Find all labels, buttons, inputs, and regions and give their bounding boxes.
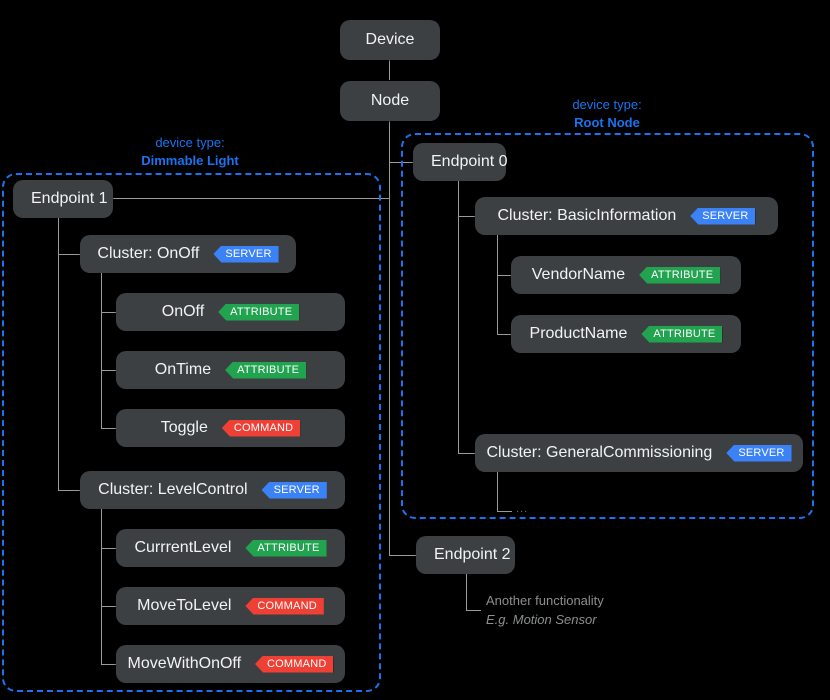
- connector-endpoint1-levelcontrol: [58, 490, 81, 491]
- connector-levelcontrol-cmd-movetolevel: [101, 606, 116, 607]
- node-cluster-levelcontrol[interactable]: Cluster: LevelControl SERVER: [80, 471, 345, 509]
- leaf-label: VendorName: [531, 266, 626, 283]
- badge-command: COMMAND: [245, 597, 324, 615]
- badge-attribute: ATTRIBUTE: [641, 325, 723, 343]
- connector-onoff-attr-ontime: [101, 370, 116, 371]
- connector-endpoint2-spine: [466, 574, 467, 611]
- connector-onoff-cmd-toggle: [101, 428, 116, 429]
- node-attr-currentlevel[interactable]: CurrrentLevel ATTRIBUTE: [116, 529, 345, 567]
- node-cluster-generalcommissioning[interactable]: Cluster: GeneralCommissioning SERVER: [475, 434, 803, 472]
- connector-device-node: [389, 60, 390, 80]
- connector-trunk-endpoint2: [389, 555, 417, 556]
- node-endpoint-0[interactable]: Endpoint 0: [413, 143, 508, 181]
- connector-onoff-spine: [101, 273, 102, 428]
- device-type-group-root-node: [401, 133, 814, 519]
- node-endpoint-2[interactable]: Endpoint 2: [416, 536, 515, 574]
- endpoint-label: Endpoint 0: [431, 153, 508, 170]
- connector-endpoint2-annotation: [466, 610, 481, 611]
- connector-generalcommissioning-spine: [497, 472, 498, 512]
- connector-basicinformation-spine: [497, 235, 498, 334]
- leaf-label: MoveToLevel: [137, 597, 232, 614]
- annotation-line-1: Another functionality: [486, 593, 604, 608]
- connector-endpoint0-spine: [458, 181, 459, 453]
- cluster-label: Cluster: GeneralCommissioning: [486, 444, 713, 461]
- cluster-label: Cluster: BasicInformation: [497, 207, 677, 224]
- connector-levelcontrol-attr-currentlevel: [101, 548, 116, 549]
- connector-endpoint1-spine: [58, 218, 59, 490]
- node-attr-productname[interactable]: ProductName ATTRIBUTE: [511, 315, 741, 353]
- connector-levelcontrol-spine: [101, 509, 102, 664]
- connector-endpoint0-generalcommissioning: [458, 453, 476, 454]
- badge-attribute: ATTRIBUTE: [218, 303, 300, 321]
- device-type-label-root-node: device type: Root Node: [512, 96, 702, 132]
- connector-levelcontrol-cmd-movewithonoff: [101, 664, 116, 665]
- node-attr-vendorname[interactable]: VendorName ATTRIBUTE: [511, 256, 741, 294]
- leaf-label: ProductName: [529, 325, 628, 342]
- endpoint2-annotation: Another functionality E.g. Motion Sensor: [486, 591, 604, 629]
- node-cmd-movetolevel[interactable]: MoveToLevel COMMAND: [116, 587, 345, 625]
- node-label: Node: [370, 92, 410, 109]
- more-items-ellipsis: ...: [516, 503, 529, 515]
- badge-command: COMMAND: [255, 655, 334, 673]
- badge-attribute: ATTRIBUTE: [225, 361, 307, 379]
- connector-node-trunk: [389, 121, 390, 555]
- badge-server: SERVER: [261, 481, 327, 499]
- connector-trunk-endpoint1: [110, 198, 389, 199]
- badge-server: SERVER: [213, 245, 279, 263]
- badge-attribute: ATTRIBUTE: [245, 539, 327, 557]
- device-type-prefix: device type:: [155, 135, 225, 150]
- connector-basicinformation-attr-vendorname: [497, 275, 512, 276]
- badge-command: COMMAND: [221, 419, 301, 437]
- leaf-label: CurrrentLevel: [134, 539, 232, 556]
- connector-generalcommissioning-more: [497, 511, 512, 512]
- leaf-label: OnOff: [161, 303, 205, 320]
- cluster-label: Cluster: LevelControl: [98, 481, 248, 498]
- node-cluster-onoff[interactable]: Cluster: OnOff SERVER: [80, 235, 296, 273]
- node-cmd-movewithonoff[interactable]: MoveWithOnOff COMMAND: [116, 645, 345, 683]
- cluster-label: Cluster: OnOff: [97, 245, 200, 262]
- device-type-label-dimmable-light: device type: Dimmable Light: [80, 134, 300, 170]
- node-cluster-basicinformation[interactable]: Cluster: BasicInformation SERVER: [475, 197, 778, 235]
- node-endpoint-1[interactable]: Endpoint 1: [13, 180, 113, 218]
- node-cmd-toggle[interactable]: Toggle COMMAND: [116, 409, 345, 447]
- annotation-line-2: E.g. Motion Sensor: [486, 612, 597, 627]
- leaf-label: OnTime: [154, 361, 212, 378]
- leaf-label: MoveWithOnOff: [127, 655, 242, 672]
- node-device[interactable]: Device: [340, 20, 440, 60]
- device-label: Device: [365, 31, 415, 48]
- device-type-name: Dimmable Light: [141, 153, 239, 168]
- device-type-prefix: device type:: [572, 97, 642, 112]
- connector-basicinformation-attr-productname: [497, 334, 512, 335]
- device-type-group-dimmable-light: [2, 173, 381, 692]
- connector-endpoint1-onoff: [58, 254, 81, 255]
- connector-onoff-attr-onoff: [101, 312, 116, 313]
- node-node[interactable]: Node: [340, 81, 440, 121]
- endpoint-label: Endpoint 1: [31, 190, 108, 207]
- node-attr-onoff[interactable]: OnOff ATTRIBUTE: [116, 293, 345, 331]
- badge-attribute: ATTRIBUTE: [639, 266, 721, 284]
- leaf-label: Toggle: [160, 419, 208, 436]
- badge-server: SERVER: [690, 207, 756, 225]
- endpoint-label: Endpoint 2: [434, 546, 511, 563]
- connector-endpoint0-basicinformation: [458, 216, 476, 217]
- device-type-name: Root Node: [574, 115, 640, 130]
- badge-server: SERVER: [726, 444, 792, 462]
- node-attr-ontime[interactable]: OnTime ATTRIBUTE: [116, 351, 345, 389]
